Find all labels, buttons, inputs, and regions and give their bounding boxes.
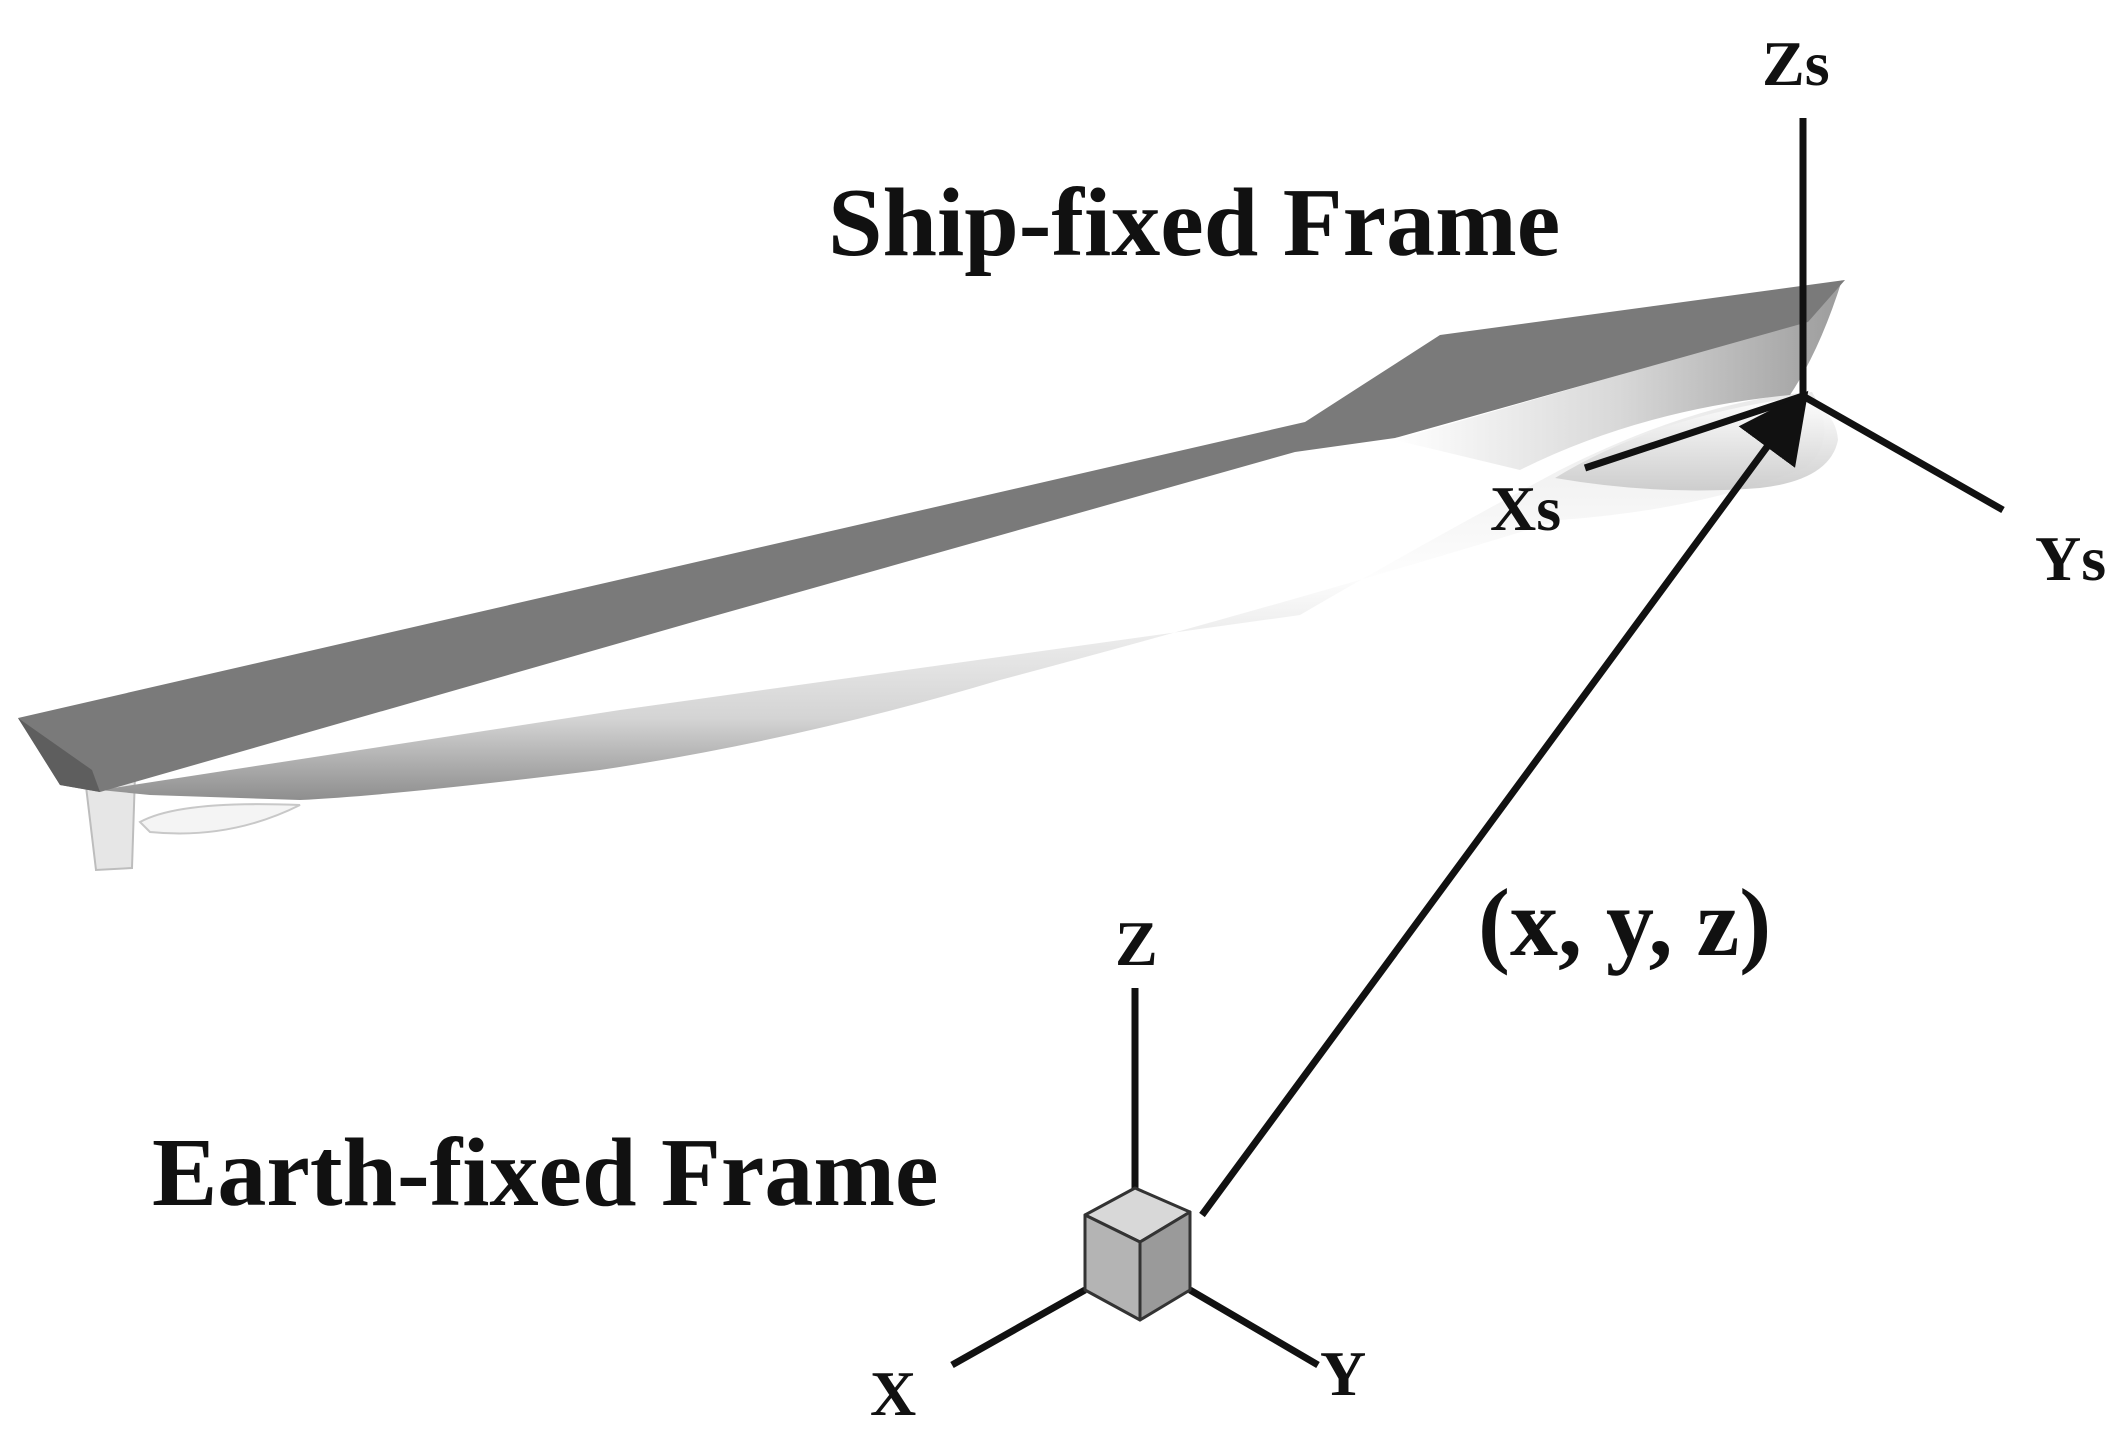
bow-flare [1395,280,1842,470]
earth-z-label: Z [1115,908,1158,979]
ship-z-label: Zs [1762,28,1830,99]
position-vector-label: (x, y, z) [1478,869,1771,976]
earth-x-axis [950,1286,1087,1369]
deck [18,280,1845,792]
origin-cube [1083,1186,1192,1322]
ship-frame-label: Ship-fixed Frame [828,169,1560,277]
ship-hull [18,280,1845,872]
transom [18,718,100,792]
earth-y-axis [1188,1286,1320,1369]
ship-x-label: Xs [1490,473,1561,544]
stern-fairing [138,803,301,835]
ship-y-label: Ys [2035,523,2106,594]
earth-x-label: X [870,1358,916,1429]
earth-y-label: Y [1320,1338,1366,1409]
position-vector-arrow [1199,390,1809,1218]
earth-axes [950,988,1320,1369]
hull-side [100,392,1825,800]
ship-y-axis [1801,392,2005,514]
earth-frame-label: Earth-fixed Frame [152,1119,939,1227]
